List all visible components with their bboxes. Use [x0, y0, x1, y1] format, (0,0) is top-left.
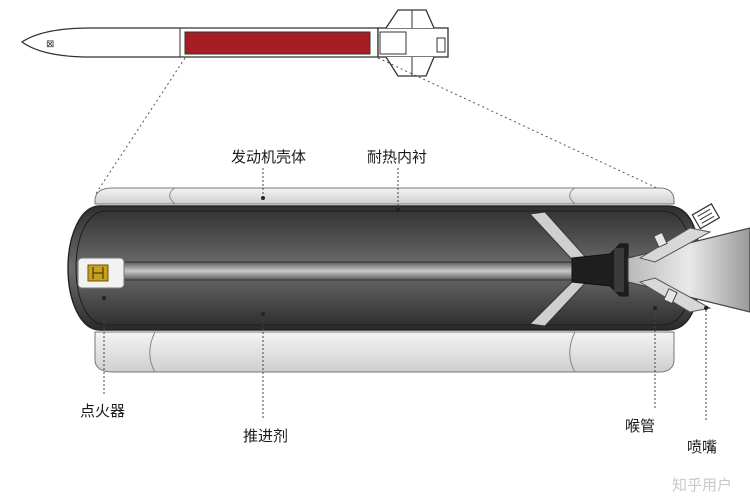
label-propellant: 推进剂: [243, 427, 289, 445]
label-nozzle: 喷嘴: [687, 438, 718, 456]
label-igniter: 点火器: [80, 402, 126, 420]
engine-casing-top: [94, 187, 675, 205]
igniter: [77, 257, 125, 289]
payload-mark-icon: ⊠: [46, 39, 54, 50]
actuator-icon: [691, 203, 721, 230]
central-bore: [121, 261, 573, 281]
zoom-guides: [94, 57, 673, 196]
label-throat: 喉管: [625, 417, 656, 435]
callout-dots: [102, 196, 708, 316]
label-engine-casing: 发动机壳体: [231, 148, 307, 166]
watermark: 知乎用户: [672, 476, 733, 494]
propellant-band: [184, 31, 371, 55]
rocket-upper-fin: [385, 9, 435, 29]
label-heat-liner: 耐热内衬: [367, 148, 428, 166]
engine-casing-bottom: [94, 331, 675, 373]
callout-lines: [103, 168, 707, 420]
nozzle: [627, 203, 750, 313]
engine-cutaway: [67, 187, 701, 373]
rocket-overview: ⊠: [20, 9, 449, 77]
nozzle-cone: [627, 227, 750, 313]
rocket-aft-section: [377, 27, 449, 58]
